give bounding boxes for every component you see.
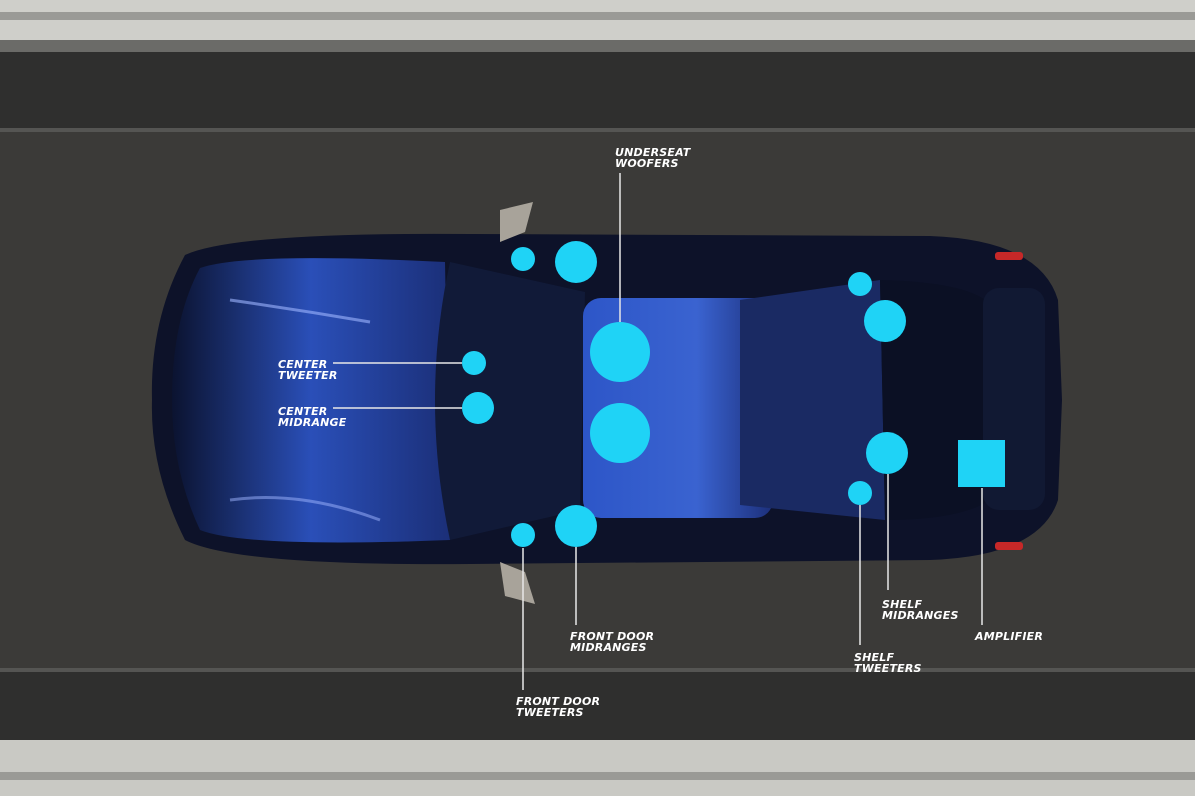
front-door-midrange-left-marker [555, 241, 597, 283]
front-door-tweeters-label: FRONT DOOR TWEETERS [516, 696, 600, 718]
label-line: TWEETERS [516, 706, 584, 719]
front-door-tweeter-left-marker [511, 247, 535, 271]
label-line: MIDRANGE [278, 416, 347, 429]
center-tweeter-marker [462, 351, 486, 375]
label-line: AMPLIFIER [975, 630, 1044, 643]
shelf-midrange-right-marker [866, 432, 908, 474]
speaker-markers [462, 241, 1005, 547]
amplifier-label: AMPLIFIER [975, 631, 1043, 642]
shelf-midranges-label: SHELF MIDRANGES [882, 599, 959, 621]
shelf-tweeters-label: SHELF TWEETERS [854, 652, 922, 674]
label-line: CENTER [278, 358, 328, 371]
center-midrange-label: CENTER MIDRANGE [278, 406, 347, 428]
shelf-tweeter-left-marker [848, 272, 872, 296]
label-line: FRONT DOOR [570, 630, 655, 643]
front-door-midranges-label: FRONT DOOR MIDRANGES [570, 631, 654, 653]
label-line: CENTER [278, 405, 328, 418]
label-line: TWEETER [278, 369, 338, 382]
underseat-woofers-label: UNDERSEAT WOOFERS [615, 147, 690, 169]
amplifier-marker [958, 440, 1005, 487]
label-line: SHELF [882, 598, 923, 611]
label-line: MIDRANGES [882, 609, 959, 622]
leader-lines [333, 173, 983, 690]
label-line: WOOFERS [615, 157, 679, 170]
label-line: TWEETERS [854, 662, 922, 675]
label-line: UNDERSEAT [615, 146, 691, 159]
front-door-tweeter-right-marker [511, 523, 535, 547]
front-door-midrange-right-marker [555, 505, 597, 547]
shelf-tweeter-right-marker [848, 481, 872, 505]
underseat-woofer-rear-marker [590, 403, 650, 463]
shelf-midrange-left-marker [864, 300, 906, 342]
underseat-woofer-front-marker [590, 322, 650, 382]
center-tweeter-label: CENTER TWEETER [278, 359, 338, 381]
label-line: SHELF [854, 651, 895, 664]
car [151, 202, 1062, 604]
label-line: FRONT DOOR [516, 695, 601, 708]
label-line: MIDRANGES [570, 641, 647, 654]
center-midrange-marker [462, 392, 494, 424]
